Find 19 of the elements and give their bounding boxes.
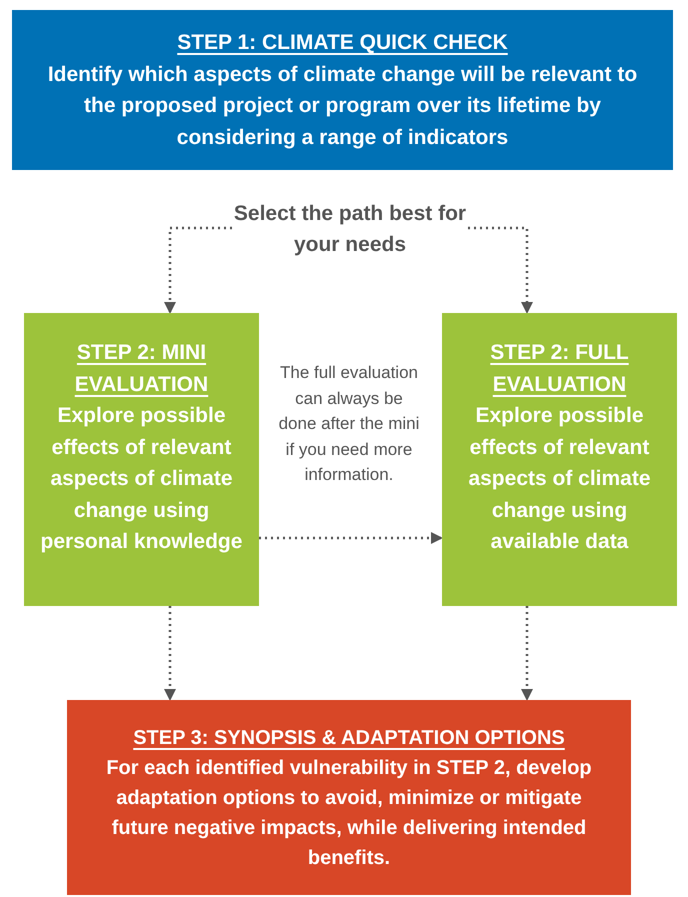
- step-heading: STEP 2: FULL EVALUATION: [489, 340, 630, 398]
- step-heading: STEP 1: CLIMATE QUICK CHECK: [177, 30, 508, 56]
- note-text: The full evaluation can always be done after the mini if you need more information.: [278, 362, 420, 486]
- dotted-arrow: [521, 606, 533, 701]
- dotted-arrow: [259, 532, 443, 544]
- step-description: Select the path best for your needs: [232, 200, 468, 258]
- step-box: [12, 10, 673, 170]
- step-box: [442, 313, 677, 606]
- step-box: [24, 313, 259, 606]
- step-heading: STEP 3: SYNOPSIS & ADAPTATION OPTIONS: [133, 726, 565, 750]
- step-description: For each identified vulnerability in STEP 2, develop adaptation options to avoid, minimize or mitigate future negative impacts, while delivering intended benefits.: [105, 756, 593, 870]
- step-heading: STEP 2: MINI EVALUATION: [74, 340, 210, 398]
- step-description: Explore possible effects of relevant aspects of climate change using available data: [467, 403, 652, 555]
- dotted-arrow: [468, 226, 533, 314]
- dotted-arrow: [164, 226, 232, 314]
- step-box: [67, 700, 631, 895]
- dotted-arrow: [164, 606, 176, 701]
- step-description: Explore possible effects of relevant aspects of climate change using personal knowledge: [40, 403, 243, 555]
- step-description: Identify which aspects of climate change will be relevant to the proposed project or program over its lifetime by considering a range of indicators: [46, 62, 638, 150]
